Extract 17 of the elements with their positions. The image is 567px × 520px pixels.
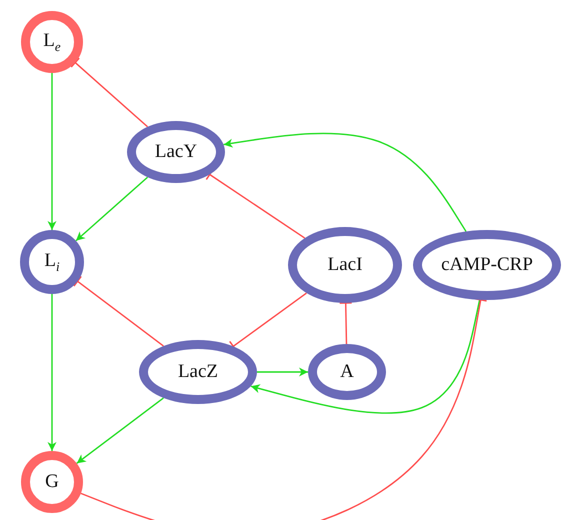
node-label: cAMP-CRP xyxy=(441,254,533,276)
arrow xyxy=(257,368,308,376)
inhibition-connector xyxy=(338,302,352,344)
arrow xyxy=(75,176,148,242)
arrow xyxy=(48,294,56,451)
node-label: L$_{e}$ xyxy=(43,30,61,54)
node-label: A xyxy=(340,361,354,383)
node-label: G xyxy=(45,471,59,493)
node-label: LacZ xyxy=(178,361,218,383)
node-label: L$_{i}$ xyxy=(44,250,60,274)
node-label: LacI xyxy=(328,254,362,276)
arrow xyxy=(223,132,467,232)
arrow xyxy=(48,73,56,230)
inhibition-connector xyxy=(70,57,148,128)
arrow xyxy=(250,300,480,414)
node-label: LacY xyxy=(154,141,198,163)
inhibition-connector xyxy=(80,298,488,520)
